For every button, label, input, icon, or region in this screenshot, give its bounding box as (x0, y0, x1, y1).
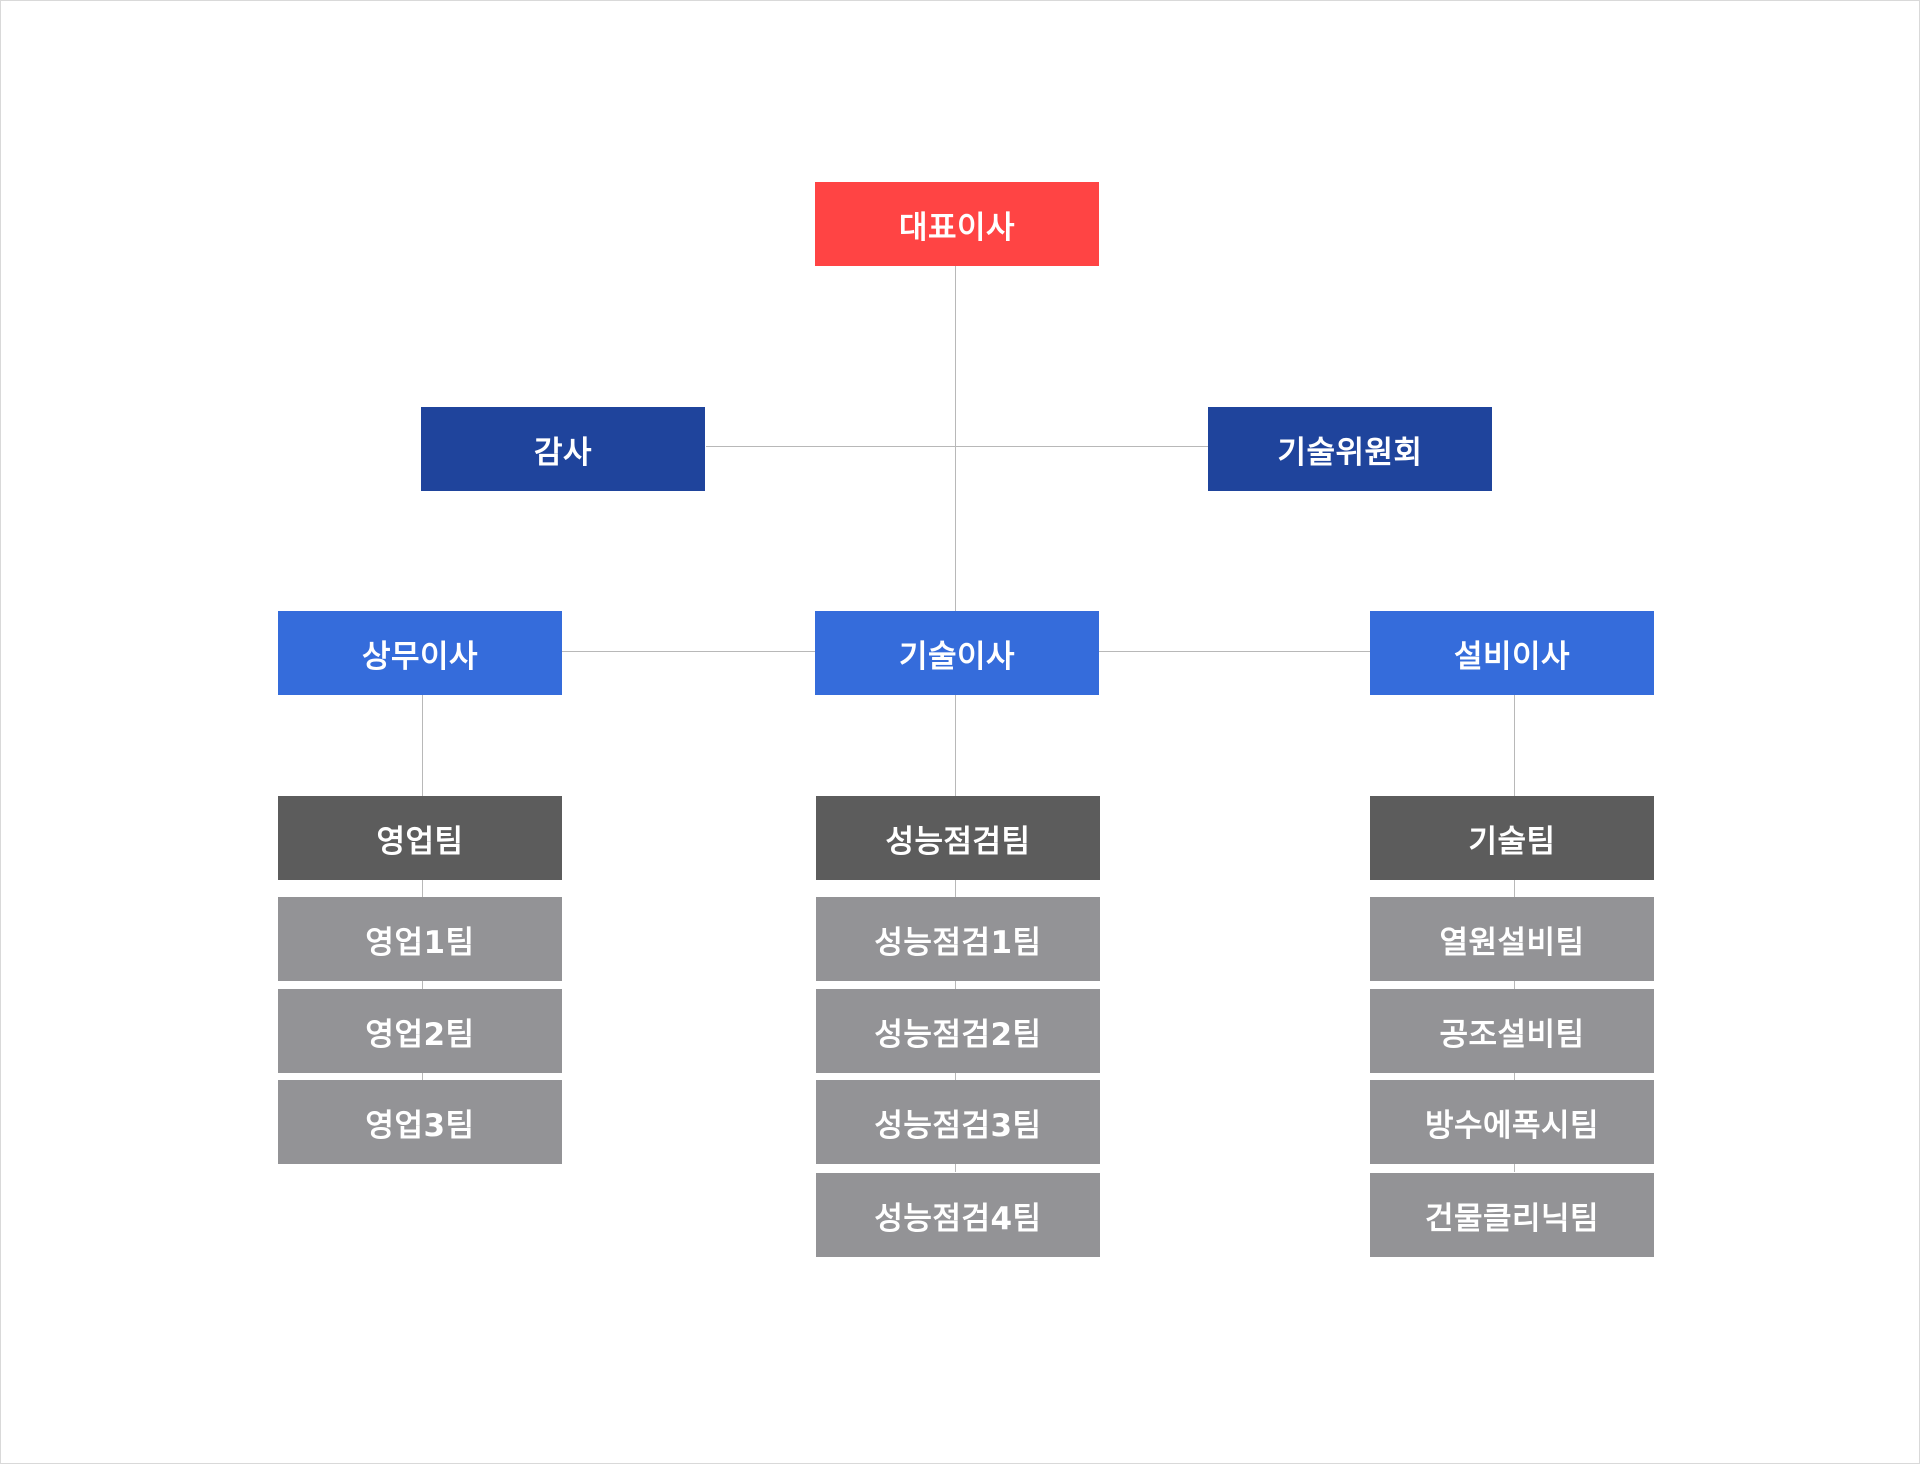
subteam-label: 성능점검1팀 (874, 924, 1042, 961)
subteam-label: 영업2팀 (365, 1016, 475, 1053)
tech-committee-label: 기술위원회 (1277, 434, 1423, 471)
subteam-box: 성능점검4팀 (816, 1173, 1100, 1257)
director-box-sales: 상무이사 (278, 611, 562, 695)
subteam-label: 열원설비팀 (1439, 924, 1585, 961)
auditor-box: 감사 (421, 407, 705, 491)
subteam-box: 방수에폭시팀 (1370, 1080, 1654, 1164)
team-box-sales: 영업팀 (278, 796, 562, 880)
connector-ceo-trunk (955, 266, 956, 612)
subteam-label: 영업3팀 (365, 1107, 475, 1144)
subteam-label: 영업1팀 (365, 924, 475, 961)
subteam-box: 열원설비팀 (1370, 897, 1654, 981)
team-box-inspection: 성능점검팀 (816, 796, 1100, 880)
team-label: 영업팀 (376, 823, 464, 860)
director-box-facility: 설비이사 (1370, 611, 1654, 695)
subteam-box: 공조설비팀 (1370, 989, 1654, 1073)
subteam-label: 건물클리닉팀 (1424, 1200, 1600, 1237)
subteam-box: 성능점검3팀 (816, 1080, 1100, 1164)
director-label: 설비이사 (1453, 638, 1571, 675)
subteam-label: 방수에폭시팀 (1424, 1107, 1600, 1144)
director-label: 기술이사 (898, 638, 1016, 675)
tech-committee-box: 기술위원회 (1208, 407, 1492, 491)
subteam-label: 성능점검3팀 (874, 1107, 1042, 1144)
director-box-tech: 기술이사 (815, 611, 1099, 695)
subteam-box: 성능점검2팀 (816, 989, 1100, 1073)
team-box-technical: 기술팀 (1370, 796, 1654, 880)
subteam-box: 영업3팀 (278, 1080, 562, 1164)
subteam-box: 성능점검1팀 (816, 897, 1100, 981)
connector-sales-vertical (422, 695, 423, 1080)
ceo-box: 대표이사 (815, 182, 1099, 266)
subteam-label: 공조설비팀 (1439, 1016, 1585, 1053)
subteam-box: 영업1팀 (278, 897, 562, 981)
director-label: 상무이사 (361, 638, 479, 675)
ceo-label: 대표이사 (898, 209, 1016, 246)
team-label: 성능점검팀 (885, 823, 1031, 860)
team-label: 기술팀 (1468, 823, 1556, 860)
connector-advisory-horizontal (706, 446, 1209, 447)
subteam-label: 성능점검4팀 (874, 1200, 1042, 1237)
subteam-box: 건물클리닉팀 (1370, 1173, 1654, 1257)
auditor-label: 감사 (533, 434, 593, 471)
subteam-label: 성능점검2팀 (874, 1016, 1042, 1053)
subteam-box: 영업2팀 (278, 989, 562, 1073)
